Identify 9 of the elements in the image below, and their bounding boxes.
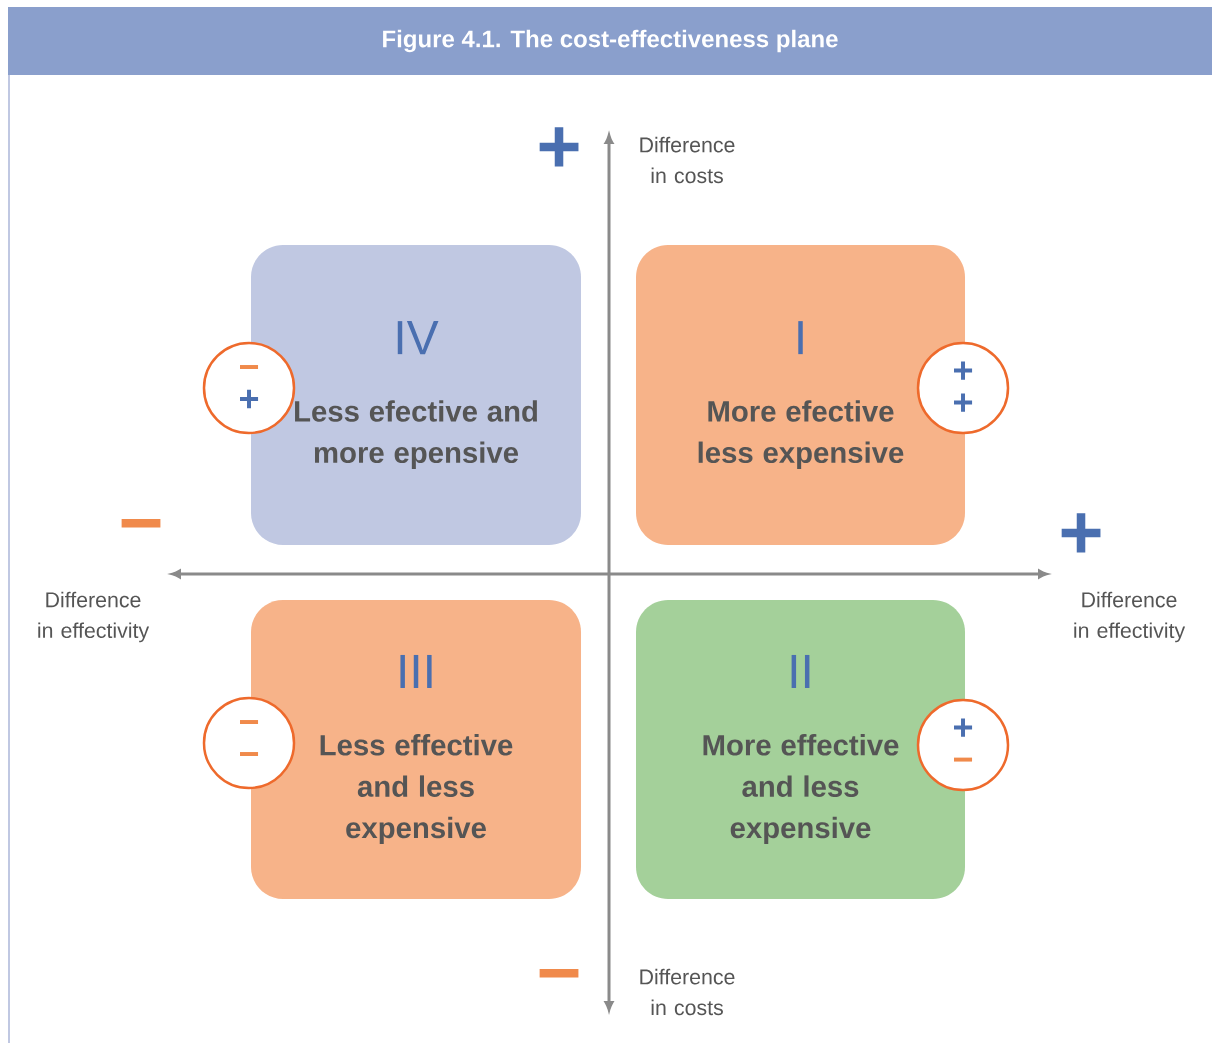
header-band: Figure 4.1. The cost-effectiveness plane: [8, 7, 1212, 75]
sign-symbol: +: [1061, 513, 1101, 553]
axis-label: Difference in costs: [640, 136, 735, 184]
axis-label: Difference in effectivity: [38, 591, 150, 643]
sign-symbol: +: [539, 127, 579, 167]
sign-symbol: −: [539, 969, 579, 978]
axis-label: Difference in effectivity: [1074, 591, 1186, 643]
axis-label: Difference in costs: [640, 968, 735, 1016]
sign-symbol: −: [121, 519, 161, 528]
